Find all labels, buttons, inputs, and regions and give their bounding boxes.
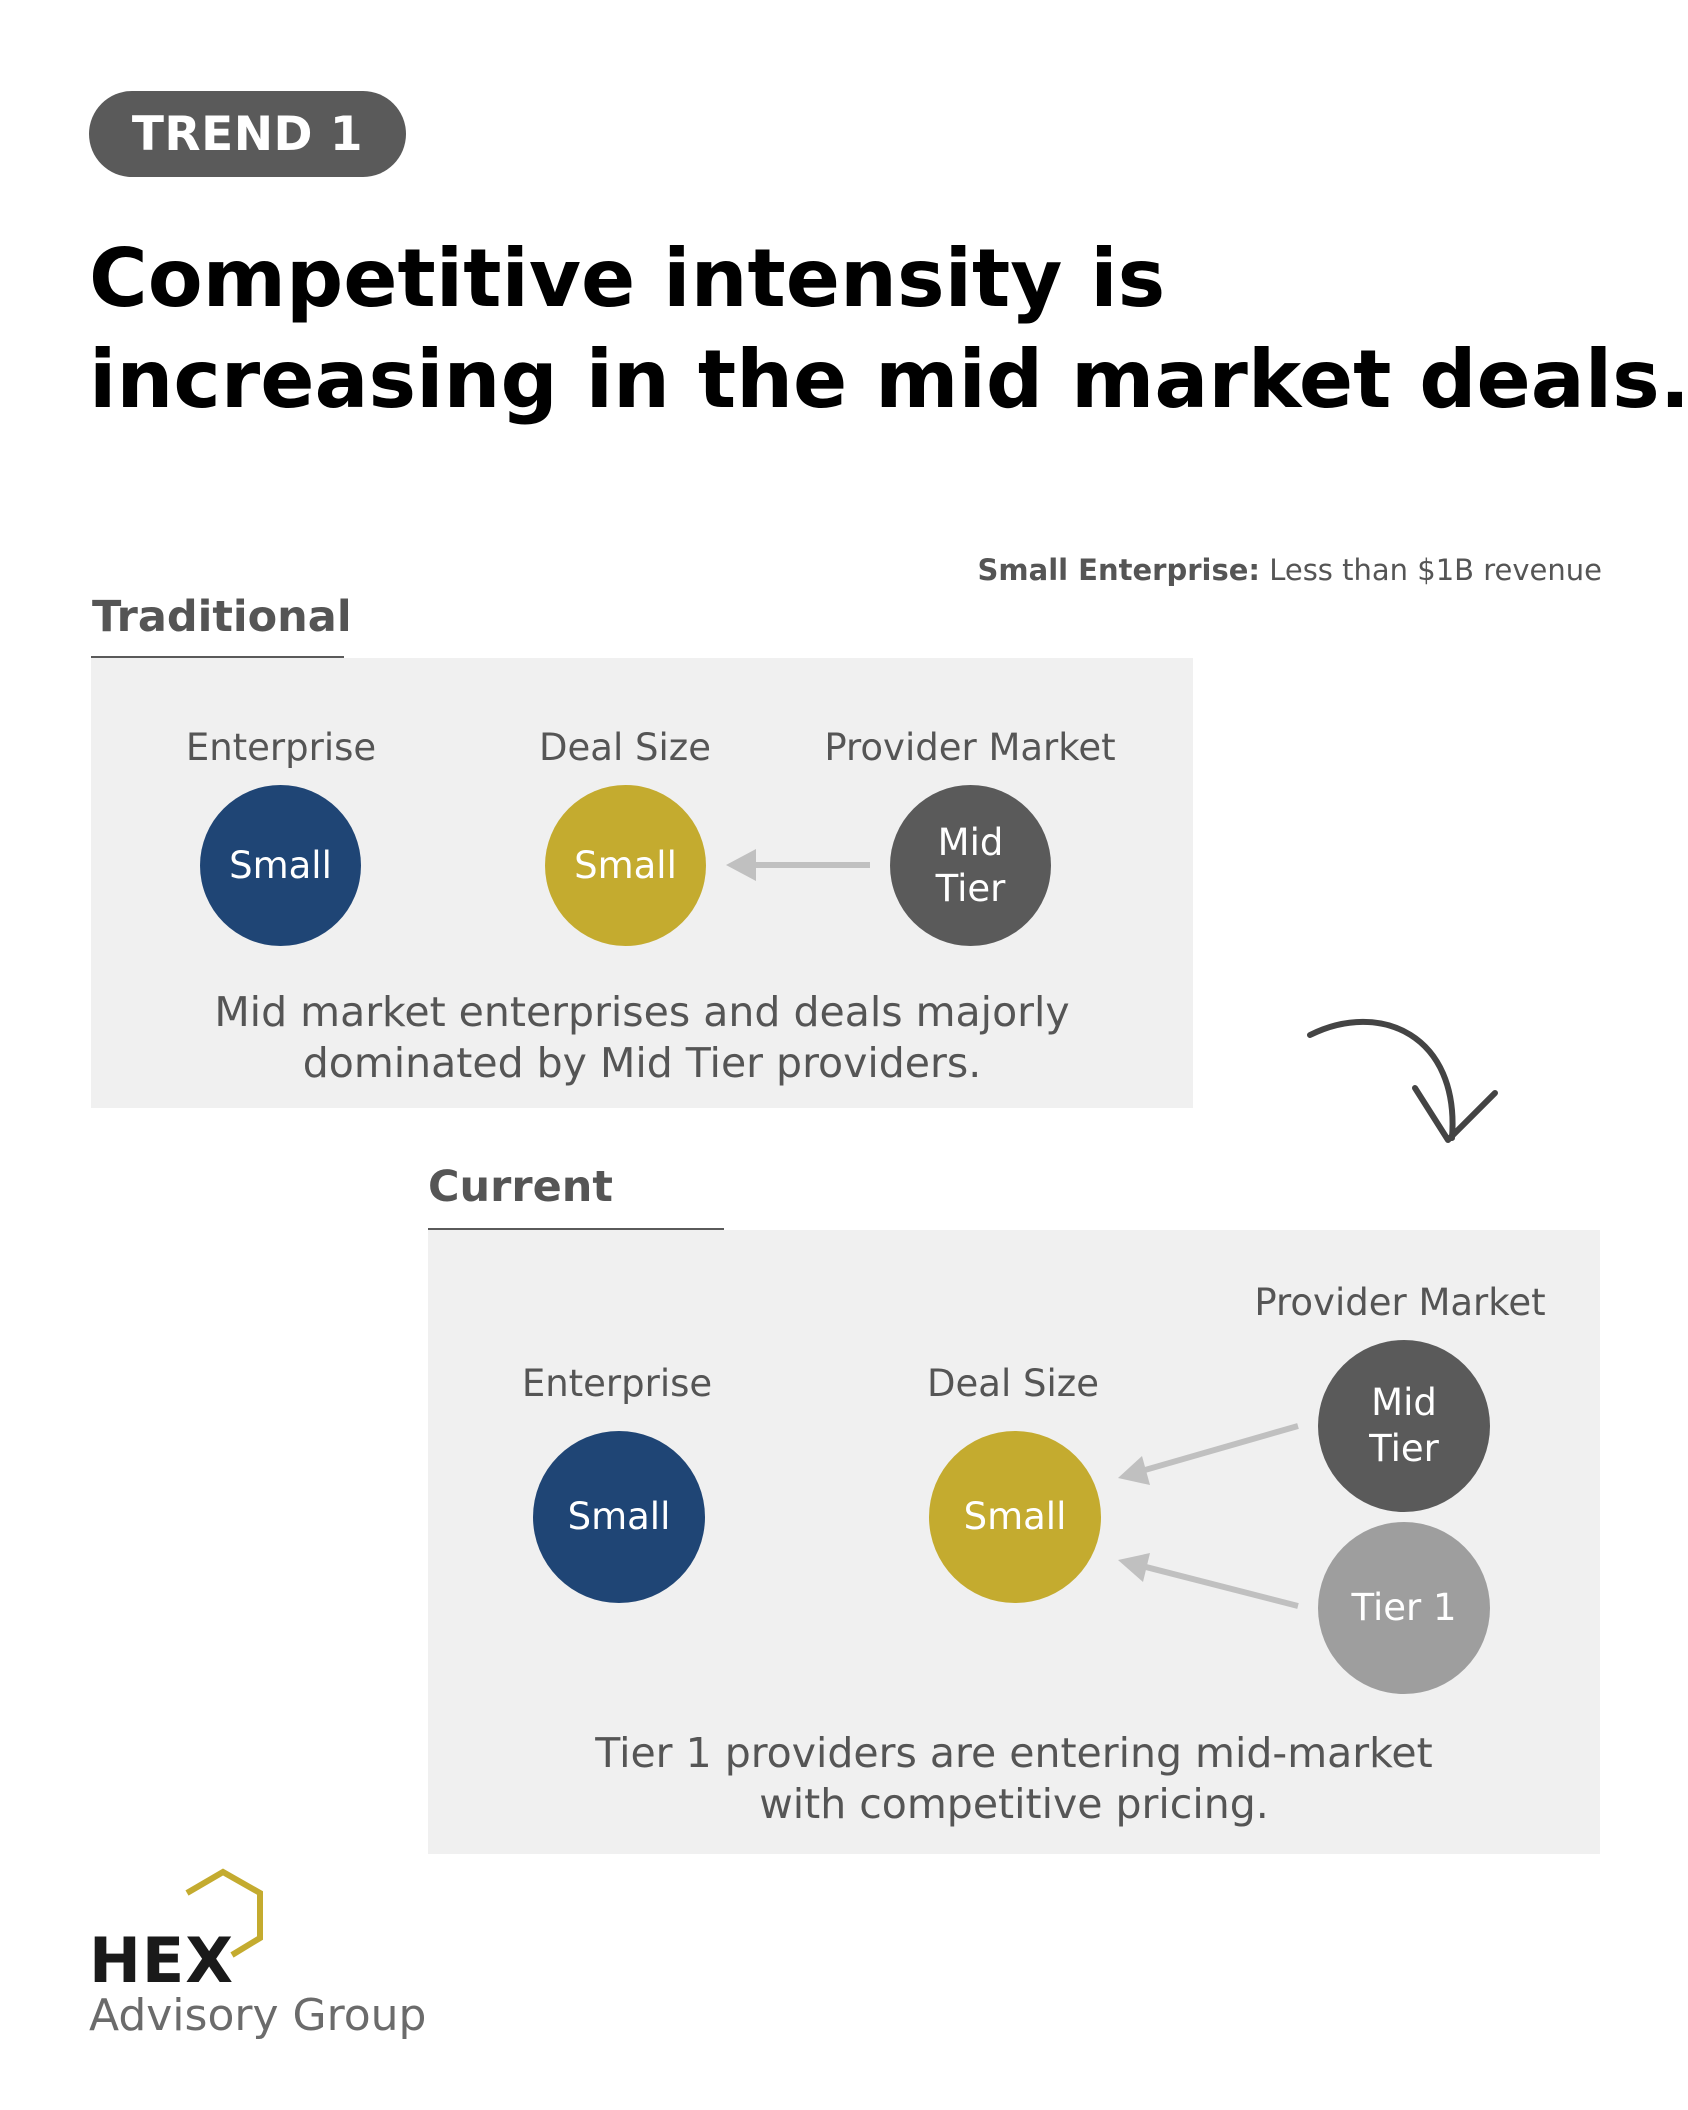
traditional-deal-size-label: Deal Size bbox=[539, 726, 711, 769]
current-deal-size-circle: Small bbox=[929, 1431, 1101, 1603]
traditional-enterprise-value: Small bbox=[229, 843, 332, 887]
traditional-provider-line-1: Mid bbox=[937, 820, 1004, 864]
traditional-caption: Mid market enterprises and deals majorly… bbox=[91, 987, 1193, 1089]
current-provider-market-label: Provider Market bbox=[1254, 1281, 1546, 1324]
traditional-enterprise-label: Enterprise bbox=[185, 726, 377, 769]
definition-text: Less than $1B revenue bbox=[1269, 553, 1602, 587]
current-caption-line-1: Tier 1 providers are entering mid-market bbox=[595, 1729, 1433, 1777]
current-enterprise-label: Enterprise bbox=[521, 1362, 713, 1405]
current-title: Current bbox=[428, 1162, 613, 1212]
definition-term: Small Enterprise: bbox=[977, 553, 1260, 587]
page-title: Competitive intensity is increasing in t… bbox=[89, 228, 1688, 430]
hex-logo-icon bbox=[185, 1868, 263, 1958]
traditional-deal-size-value: Small bbox=[574, 843, 677, 887]
current-mid-tier-circle: Mid Tier bbox=[1318, 1340, 1490, 1512]
logo-tagline: Advisory Group bbox=[89, 1990, 427, 2041]
transition-curved-arrow-icon bbox=[1307, 1018, 1498, 1143]
trend-badge: TREND 1 bbox=[89, 91, 406, 177]
current-deal-size-value: Small bbox=[963, 1495, 1067, 1538]
definition-note: Small Enterprise: Less than $1B revenue bbox=[978, 553, 1602, 587]
current-tier-1-value: Tier 1 bbox=[1351, 1586, 1457, 1629]
current-enterprise-circle: Small bbox=[533, 1431, 705, 1603]
traditional-deal-size-circle: Small bbox=[545, 785, 706, 946]
current-mid-tier-line-1: Mid bbox=[1371, 1381, 1437, 1424]
traditional-arrow-icon bbox=[726, 849, 870, 881]
traditional-provider-circle: Mid Tier bbox=[890, 785, 1051, 946]
current-caption: Tier 1 providers are entering mid-market… bbox=[428, 1728, 1600, 1830]
traditional-enterprise-circle: Small bbox=[200, 785, 361, 946]
page-title-line-1: Competitive intensity is bbox=[89, 232, 1166, 325]
traditional-title: Traditional bbox=[92, 592, 352, 642]
traditional-caption-line-1: Mid market enterprises and deals majorly bbox=[214, 988, 1070, 1036]
traditional-provider-line-2: Tier bbox=[935, 866, 1006, 910]
current-tier-1-circle: Tier 1 bbox=[1318, 1522, 1490, 1694]
tier-1-arrow-icon bbox=[1118, 1553, 1299, 1609]
logo-name: HEX bbox=[89, 1924, 235, 1997]
page-title-line-2: increasing in the mid market deals. bbox=[89, 333, 1688, 426]
current-enterprise-value: Small bbox=[567, 1495, 671, 1538]
current-caption-line-2: with competitive pricing. bbox=[759, 1780, 1269, 1828]
current-deal-size-label: Deal Size bbox=[927, 1362, 1099, 1405]
traditional-provider-market-label: Provider Market bbox=[824, 726, 1116, 769]
current-mid-tier-line-2: Tier bbox=[1369, 1427, 1439, 1470]
mid-tier-arrow-icon bbox=[1118, 1423, 1299, 1485]
traditional-caption-line-2: dominated by Mid Tier providers. bbox=[302, 1039, 982, 1087]
